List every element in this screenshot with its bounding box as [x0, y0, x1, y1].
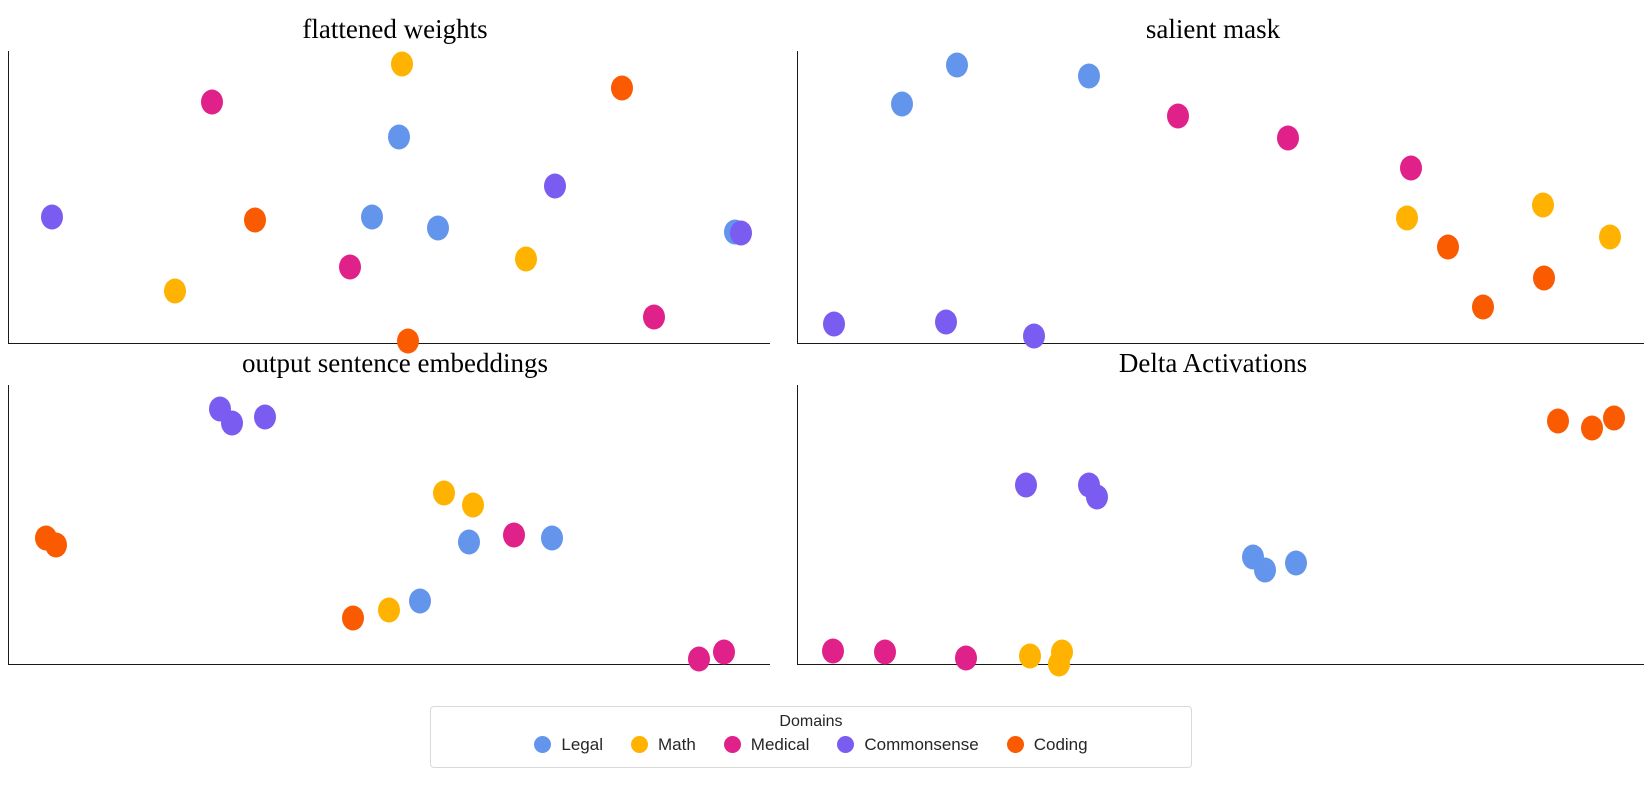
plot-area-salient-mask	[797, 51, 1644, 349]
legend-swatch-icon	[723, 736, 741, 754]
scatter-point	[1533, 265, 1556, 291]
scatter-point	[427, 215, 450, 241]
legend-label: Medical	[750, 734, 810, 754]
scatter-point	[457, 529, 480, 555]
panel-title-flattened-weights: flattened weights	[302, 14, 488, 44]
scatter-point	[377, 597, 400, 623]
scatter-point	[1018, 643, 1041, 669]
legend-swatch-icon	[534, 736, 552, 754]
scatter-point	[935, 309, 958, 335]
plot-area-output-sentence-embeddings	[8, 385, 770, 672]
legend-entry-legal[interactable]: Legal	[534, 735, 603, 755]
scatter-point	[1285, 550, 1308, 576]
scatter-point	[45, 532, 68, 558]
plot-area-delta-activations	[797, 385, 1644, 677]
scatter-point	[341, 605, 364, 631]
scatter-point	[540, 525, 563, 551]
scatter-point	[611, 75, 634, 101]
scatter-point	[515, 246, 538, 272]
scatter-point	[1599, 224, 1622, 250]
legend-label: Coding	[1033, 734, 1088, 754]
legend-entry-coding[interactable]: Coding	[1006, 734, 1088, 755]
legend-label: Commonsense	[864, 734, 979, 754]
scatter-point	[1436, 234, 1459, 260]
scatter-point	[1086, 484, 1109, 510]
legend-entry-math[interactable]: Math	[631, 735, 696, 755]
scatter-point	[954, 645, 977, 671]
scatter-point	[1014, 472, 1037, 498]
scatter-point	[502, 522, 525, 548]
legend-swatch-icon	[631, 736, 648, 754]
legend-entry-commonsense[interactable]: Commonsense	[837, 734, 979, 755]
legend-items: Legal Math Medical Commonsense Coding	[431, 731, 1191, 763]
legend-label: Legal	[561, 734, 603, 754]
scatter-point	[462, 492, 485, 518]
scatter-point	[1546, 408, 1569, 434]
scatter-point	[41, 204, 64, 230]
legend-title: Domains	[779, 713, 843, 730]
scatter-point	[201, 89, 224, 115]
scatter-point	[1580, 415, 1603, 441]
panel-title-salient-mask: salient mask	[1145, 14, 1281, 44]
plot-area-flattened-weights	[8, 51, 770, 354]
scatter-point	[361, 204, 384, 230]
scatter-point	[1396, 205, 1419, 231]
panel-delta-activations: Delta Activations	[797, 346, 1644, 677]
legend-label: Math	[658, 734, 696, 754]
panel-flattened-weights: flattened weights	[0, 12, 790, 354]
scatter-point	[1472, 294, 1495, 320]
legend-entry-medical[interactable]: Medical	[723, 734, 810, 755]
scatter-point	[1078, 63, 1101, 89]
scatter-point	[874, 639, 897, 665]
scatter-point	[821, 638, 844, 664]
panel-salient-mask: salient mask	[797, 12, 1644, 349]
panel-output-sentence-embeddings: output sentence embeddings	[0, 346, 790, 672]
scatter-point	[253, 404, 276, 430]
scatter-point	[220, 410, 243, 436]
scatter-point	[408, 588, 431, 614]
scatter-point	[823, 311, 846, 337]
scatter-point	[338, 254, 361, 280]
legend-swatch-icon	[1006, 736, 1024, 754]
scatter-point	[433, 480, 456, 506]
scatter-point	[730, 220, 753, 246]
scatter-point	[642, 304, 665, 330]
scatter-point	[163, 278, 186, 304]
scatter-point	[1603, 405, 1626, 431]
scatter-point	[712, 639, 735, 665]
scatter-point	[391, 51, 414, 77]
scatter-point	[1532, 192, 1555, 218]
scatter-point	[543, 173, 566, 199]
legend-swatch-icon	[837, 736, 855, 754]
scatter-point	[946, 52, 969, 78]
panel-title-delta-activations: Delta Activations	[1118, 348, 1308, 378]
scatter-point	[396, 328, 419, 354]
legend-domains: Domains Legal Math Medical Commonsense Codin…	[430, 706, 1192, 768]
scatter-point	[688, 646, 711, 672]
scatter-point	[891, 91, 914, 117]
scatter-point	[1047, 651, 1070, 677]
scatter-point	[1276, 125, 1299, 151]
scatter-point	[1166, 103, 1189, 129]
scatter-point	[1253, 557, 1276, 583]
panel-title-output-sentence-embeddings: output sentence embeddings	[242, 348, 548, 378]
scatter-point	[1023, 323, 1046, 349]
scatter-point	[243, 207, 266, 233]
scatter-point	[1400, 155, 1423, 180]
scatter-point	[387, 124, 410, 150]
